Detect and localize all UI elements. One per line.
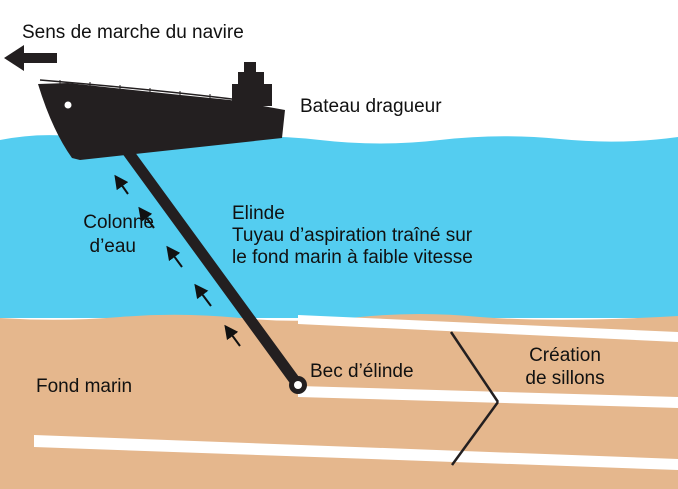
furrows-label-line1: Création xyxy=(529,345,601,366)
pipe-description-line1: Tuyau d’aspiration traîné sur xyxy=(232,225,473,246)
dredger-ship xyxy=(38,62,285,160)
seabed-label: Fond marin xyxy=(36,376,133,397)
pipe-title-label: Elinde xyxy=(232,203,285,224)
water-column-label-line2: d’eau xyxy=(89,236,137,257)
sea-water xyxy=(0,135,678,318)
furrow-middle xyxy=(298,386,678,408)
furrow-indicator-upper xyxy=(449,331,500,403)
drag-head-opening xyxy=(294,381,302,389)
arrow-left-icon xyxy=(4,45,57,71)
furrow-indicator-lower xyxy=(450,401,500,466)
suction-pipe xyxy=(122,146,304,391)
nozzle-label: Bec d’élinde xyxy=(310,361,414,382)
water-column-label-line1: Colonne xyxy=(83,212,154,233)
ship-label: Bateau dragueur xyxy=(300,96,442,117)
furrow-top xyxy=(298,315,678,342)
pipe-description-line2: le fond marin à faible vitesse xyxy=(232,247,473,268)
arrow-up-left-icon xyxy=(114,174,241,347)
furrow-bottom xyxy=(34,435,678,470)
furrows-label-line2: de sillons xyxy=(525,368,605,389)
ship-direction-label: Sens de marche du navire xyxy=(22,22,244,43)
